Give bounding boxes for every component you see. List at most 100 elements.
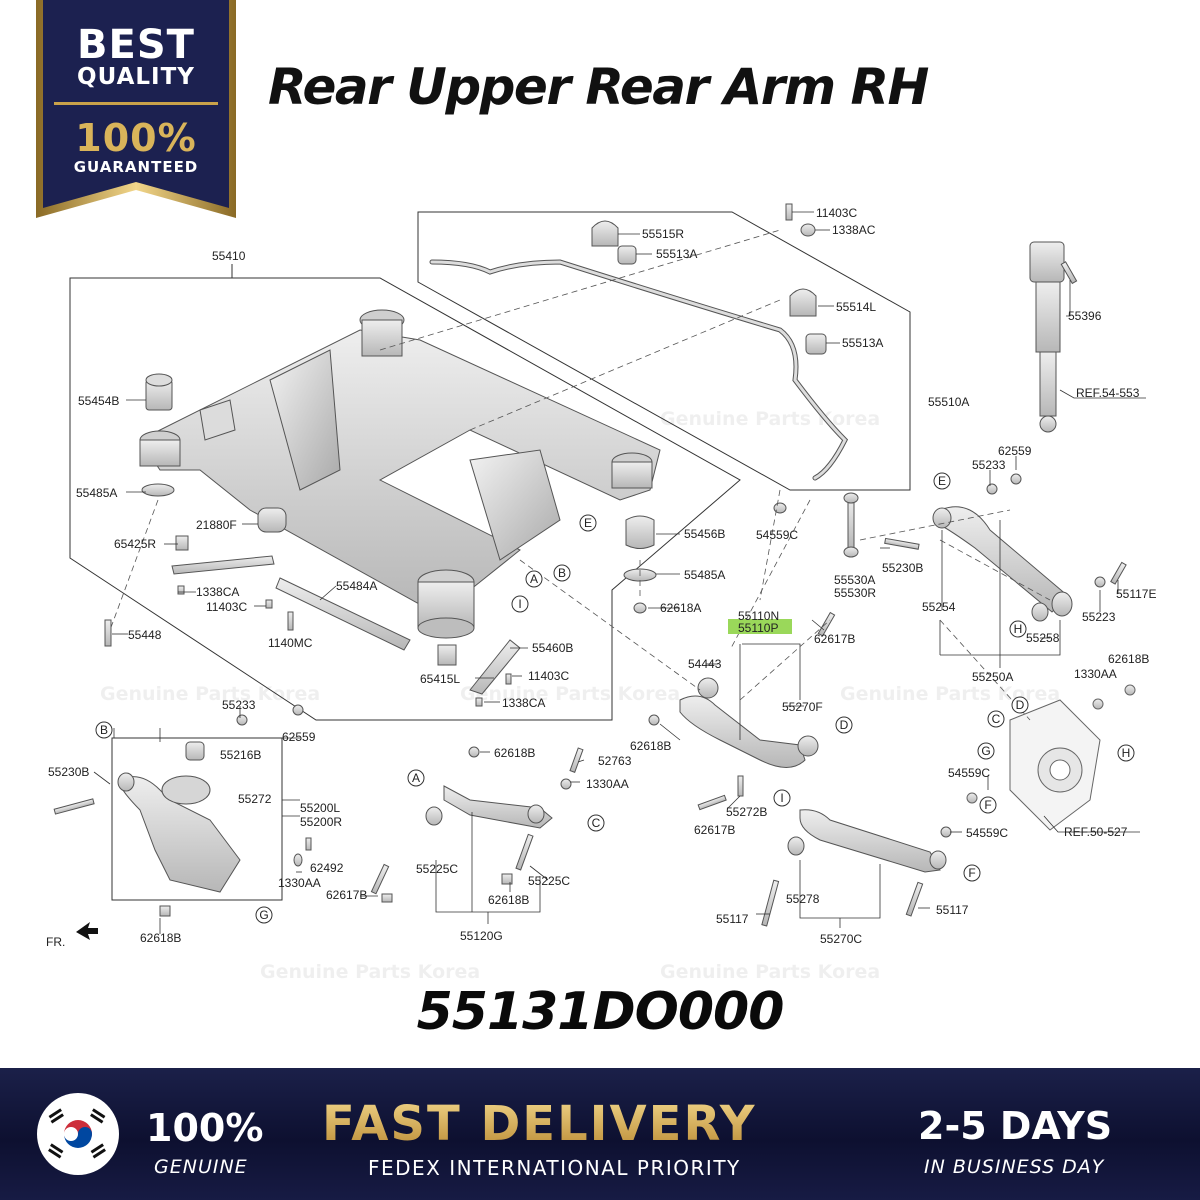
part-label: 55258 xyxy=(1026,631,1060,645)
part-label: 55117 xyxy=(716,912,749,926)
part-label: 55510A xyxy=(928,395,969,409)
delivery-days: 2-5 DAYS xyxy=(918,1104,1113,1148)
callout-letter-g: G xyxy=(981,744,990,758)
lower-arm-group-outline xyxy=(111,737,283,901)
part-label: 55200R xyxy=(300,815,342,829)
front-arrow-icon xyxy=(76,922,98,940)
part-label: REF.50-527 xyxy=(1064,825,1128,839)
callout-letter-g: G xyxy=(259,908,268,922)
front-direction-label: FR. xyxy=(46,935,65,949)
watermark-text: Genuine Parts Korea xyxy=(840,683,1060,705)
callout-letter-d: D xyxy=(840,718,849,732)
part-label: 55230B xyxy=(48,765,89,779)
callout-letter-h: H xyxy=(1014,622,1023,636)
part-label: 55514L xyxy=(836,300,876,314)
parts-exploded-diagram: Genuine Parts Korea Genuine Parts Korea … xyxy=(46,203,1156,983)
part-label: 62618B xyxy=(488,893,529,907)
callout-letters: A B I E E H D B G A C I F D C G F H xyxy=(100,474,1130,922)
part-label: 55233 xyxy=(972,458,1006,472)
callout-circle xyxy=(511,595,529,613)
genuine-percent: 100% xyxy=(146,1106,264,1150)
callout-letter-d: D xyxy=(1016,698,1025,712)
part-label: 55225C xyxy=(528,874,570,888)
callout-circle xyxy=(579,514,597,532)
callout-circle xyxy=(963,864,981,882)
part-label: 65425R xyxy=(114,537,156,551)
subframe-part xyxy=(139,309,661,639)
callout-circle xyxy=(773,789,791,807)
part-label: 55448 xyxy=(128,628,162,642)
part-label: 62617B xyxy=(694,823,735,837)
stabilizer-group-outline xyxy=(417,211,911,491)
part-label: 55230B xyxy=(882,561,923,575)
part-label: 54559C xyxy=(966,826,1008,840)
subframe-small-parts xyxy=(104,373,657,707)
callout-circle xyxy=(977,742,995,760)
part-label: 62618B xyxy=(630,739,671,753)
callout-letter-f: F xyxy=(968,866,975,880)
part-number: 55131DO000 xyxy=(416,982,785,1042)
genuine-label: GENUINE xyxy=(154,1156,248,1178)
part-label: 55117 xyxy=(936,903,969,917)
badge-100-percent: 100% xyxy=(75,116,197,160)
callout-circle xyxy=(553,564,571,582)
part-label: 55485A xyxy=(76,486,117,500)
lower-arm-55200 xyxy=(53,704,312,917)
part-label: 55278 xyxy=(786,892,820,906)
part-label: 55254 xyxy=(922,600,956,614)
part-label: 55223 xyxy=(1082,610,1116,624)
footer-banner xyxy=(0,1068,1200,1200)
callout-letter-e: E xyxy=(584,516,592,530)
knuckle-part xyxy=(966,684,1136,831)
part-label: 55460B xyxy=(532,641,573,655)
part-label: 55120G xyxy=(460,929,503,943)
quality-badge: BEST QUALITY 100% GUARANTEED xyxy=(36,0,236,220)
callout-circle xyxy=(1117,744,1135,762)
callout-letter-b: B xyxy=(558,566,566,580)
part-label: 1330AA xyxy=(586,777,629,791)
part-label: 54559C xyxy=(756,528,798,542)
part-label: REF.54-553 xyxy=(1076,386,1140,400)
watermark-text: Genuine Parts Korea xyxy=(260,961,480,983)
part-label: 55272 xyxy=(238,792,272,806)
callout-letter-i: I xyxy=(518,597,521,611)
watermark-text: Genuine Parts Korea xyxy=(660,408,880,430)
part-label: 62618B xyxy=(140,931,181,945)
part-label-highlighted: 55110P xyxy=(738,621,778,635)
watermark-text: Genuine Parts Korea xyxy=(460,683,680,705)
part-label: 1330AA xyxy=(278,876,321,890)
part-label: 55216B xyxy=(220,748,261,762)
callout-circle xyxy=(255,906,273,924)
callout-circle xyxy=(979,796,997,814)
part-label: 54559C xyxy=(948,766,990,780)
part-label: 1338CA xyxy=(502,696,545,710)
part-label: 1338CA xyxy=(196,585,239,599)
part-label: 55225C xyxy=(416,862,458,876)
part-label: 55270F xyxy=(782,700,823,714)
callout-letter-a: A xyxy=(530,572,538,586)
part-label: 11403C xyxy=(816,206,857,220)
part-label: 62492 xyxy=(310,861,344,875)
part-label: 55233 xyxy=(222,698,256,712)
callout-group xyxy=(95,472,1135,924)
callout-letter-c: C xyxy=(592,816,601,830)
watermark-text: Genuine Parts Korea xyxy=(100,683,320,705)
fast-delivery-heading: FAST DELIVERY xyxy=(322,1096,757,1152)
part-label: 55513A xyxy=(842,336,883,350)
part-label: 62559 xyxy=(282,730,316,744)
korea-flag-icon xyxy=(37,1093,119,1175)
group-outlines xyxy=(69,211,911,901)
callout-circle xyxy=(1009,620,1027,638)
highlighted-part-box xyxy=(728,619,792,634)
part-label: 55117E xyxy=(1116,587,1156,601)
part-label: 62559 xyxy=(998,444,1032,458)
part-label: 55250A xyxy=(972,670,1013,684)
part-label: 55530R xyxy=(834,586,876,600)
watermark-text: Genuine Parts Korea xyxy=(660,961,880,983)
leader-lines xyxy=(93,211,1146,934)
badge-best: BEST xyxy=(77,22,195,68)
part-label: 55513A xyxy=(656,247,697,261)
upper-rear-arm-55110P xyxy=(648,611,836,811)
callout-letter-c: C xyxy=(992,712,1001,726)
callout-letter-h: H xyxy=(1122,746,1131,760)
